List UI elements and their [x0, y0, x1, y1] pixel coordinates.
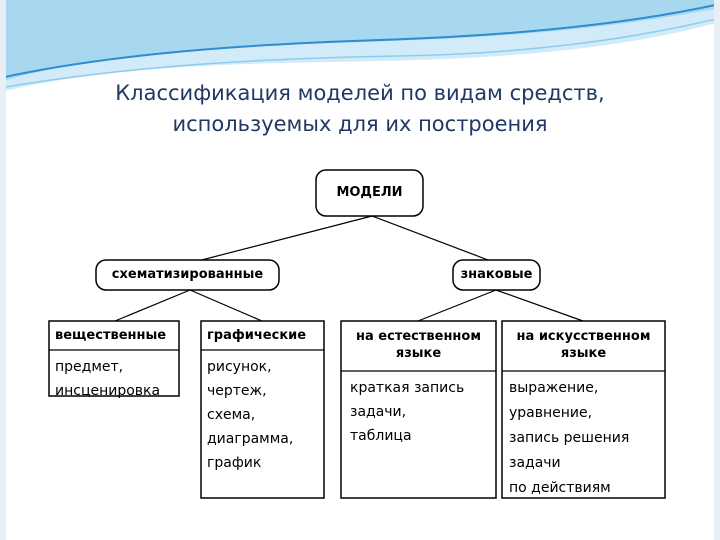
- category-title-line: языке: [560, 346, 607, 361]
- branch-node-label-sign: знаковые: [460, 267, 533, 282]
- list-item: задачи: [509, 455, 561, 471]
- category-items-artificial-language: выражение, уравнение, запись решения зад…: [509, 376, 629, 501]
- list-item: чертеж,: [207, 383, 267, 399]
- category-box-material: [48, 320, 180, 397]
- category-title-line: на искусственном: [516, 329, 651, 344]
- branch-node-box-sign: [452, 259, 541, 291]
- list-item: краткая запись: [350, 380, 465, 396]
- list-item: инсценировка: [55, 383, 161, 399]
- category-box-natural-language: [340, 320, 497, 499]
- list-item: предмет,: [55, 359, 124, 375]
- list-item: график: [207, 455, 262, 471]
- category-title-material: вещественные: [55, 328, 167, 343]
- category-items-graphic: рисунок, чертеж, схема, диаграмма, графи…: [207, 355, 293, 475]
- list-item: выражение,: [509, 380, 599, 396]
- list-item: уравнение,: [509, 405, 593, 421]
- list-item: схема,: [207, 407, 256, 423]
- connector-root-left: [189, 215, 373, 264]
- category-box-artificial-language: [501, 320, 666, 499]
- list-item: диаграмма,: [207, 431, 294, 447]
- root-node-box: [315, 169, 424, 217]
- category-title-line: на естественном: [356, 329, 481, 344]
- category-title-line: языке: [395, 346, 442, 361]
- top-wave-stroke: [0, 3, 720, 79]
- connector-right-cat4: [495, 289, 584, 322]
- slide-title: Классификация моделей по видам средств, …: [40, 78, 680, 140]
- category-title-graphic: графические: [207, 328, 307, 343]
- branch-node-label-schematic: схематизированные: [111, 267, 264, 282]
- top-wave-light: [0, 0, 720, 92]
- branch-node-box-schematic: [95, 259, 280, 291]
- top-wave-stroke-2: [0, 17, 720, 89]
- list-item: по действиям: [509, 480, 611, 496]
- category-items-natural-language: краткая запись задачи, таблица: [350, 376, 464, 448]
- list-item: запись решения: [509, 430, 630, 446]
- connector-left-cat1: [114, 289, 191, 322]
- category-title-artificial-language: на искусственном языке: [502, 328, 665, 362]
- list-item: рисунок,: [207, 359, 272, 375]
- connector-root-right: [371, 215, 497, 264]
- connector-right-cat3: [417, 289, 497, 322]
- list-item: задачи,: [350, 404, 407, 420]
- slide-title-line-1: Классификация моделей по видам средств,: [115, 81, 605, 105]
- category-items-material: предмет, инсценировка: [55, 355, 160, 403]
- root-node-label: МОДЕЛИ: [336, 185, 403, 200]
- slide-title-line-2: используемых для их построения: [172, 112, 548, 136]
- list-item: таблица: [350, 428, 412, 444]
- connector-left-cat2: [189, 289, 263, 322]
- category-title-natural-language: на естественном языке: [341, 328, 496, 362]
